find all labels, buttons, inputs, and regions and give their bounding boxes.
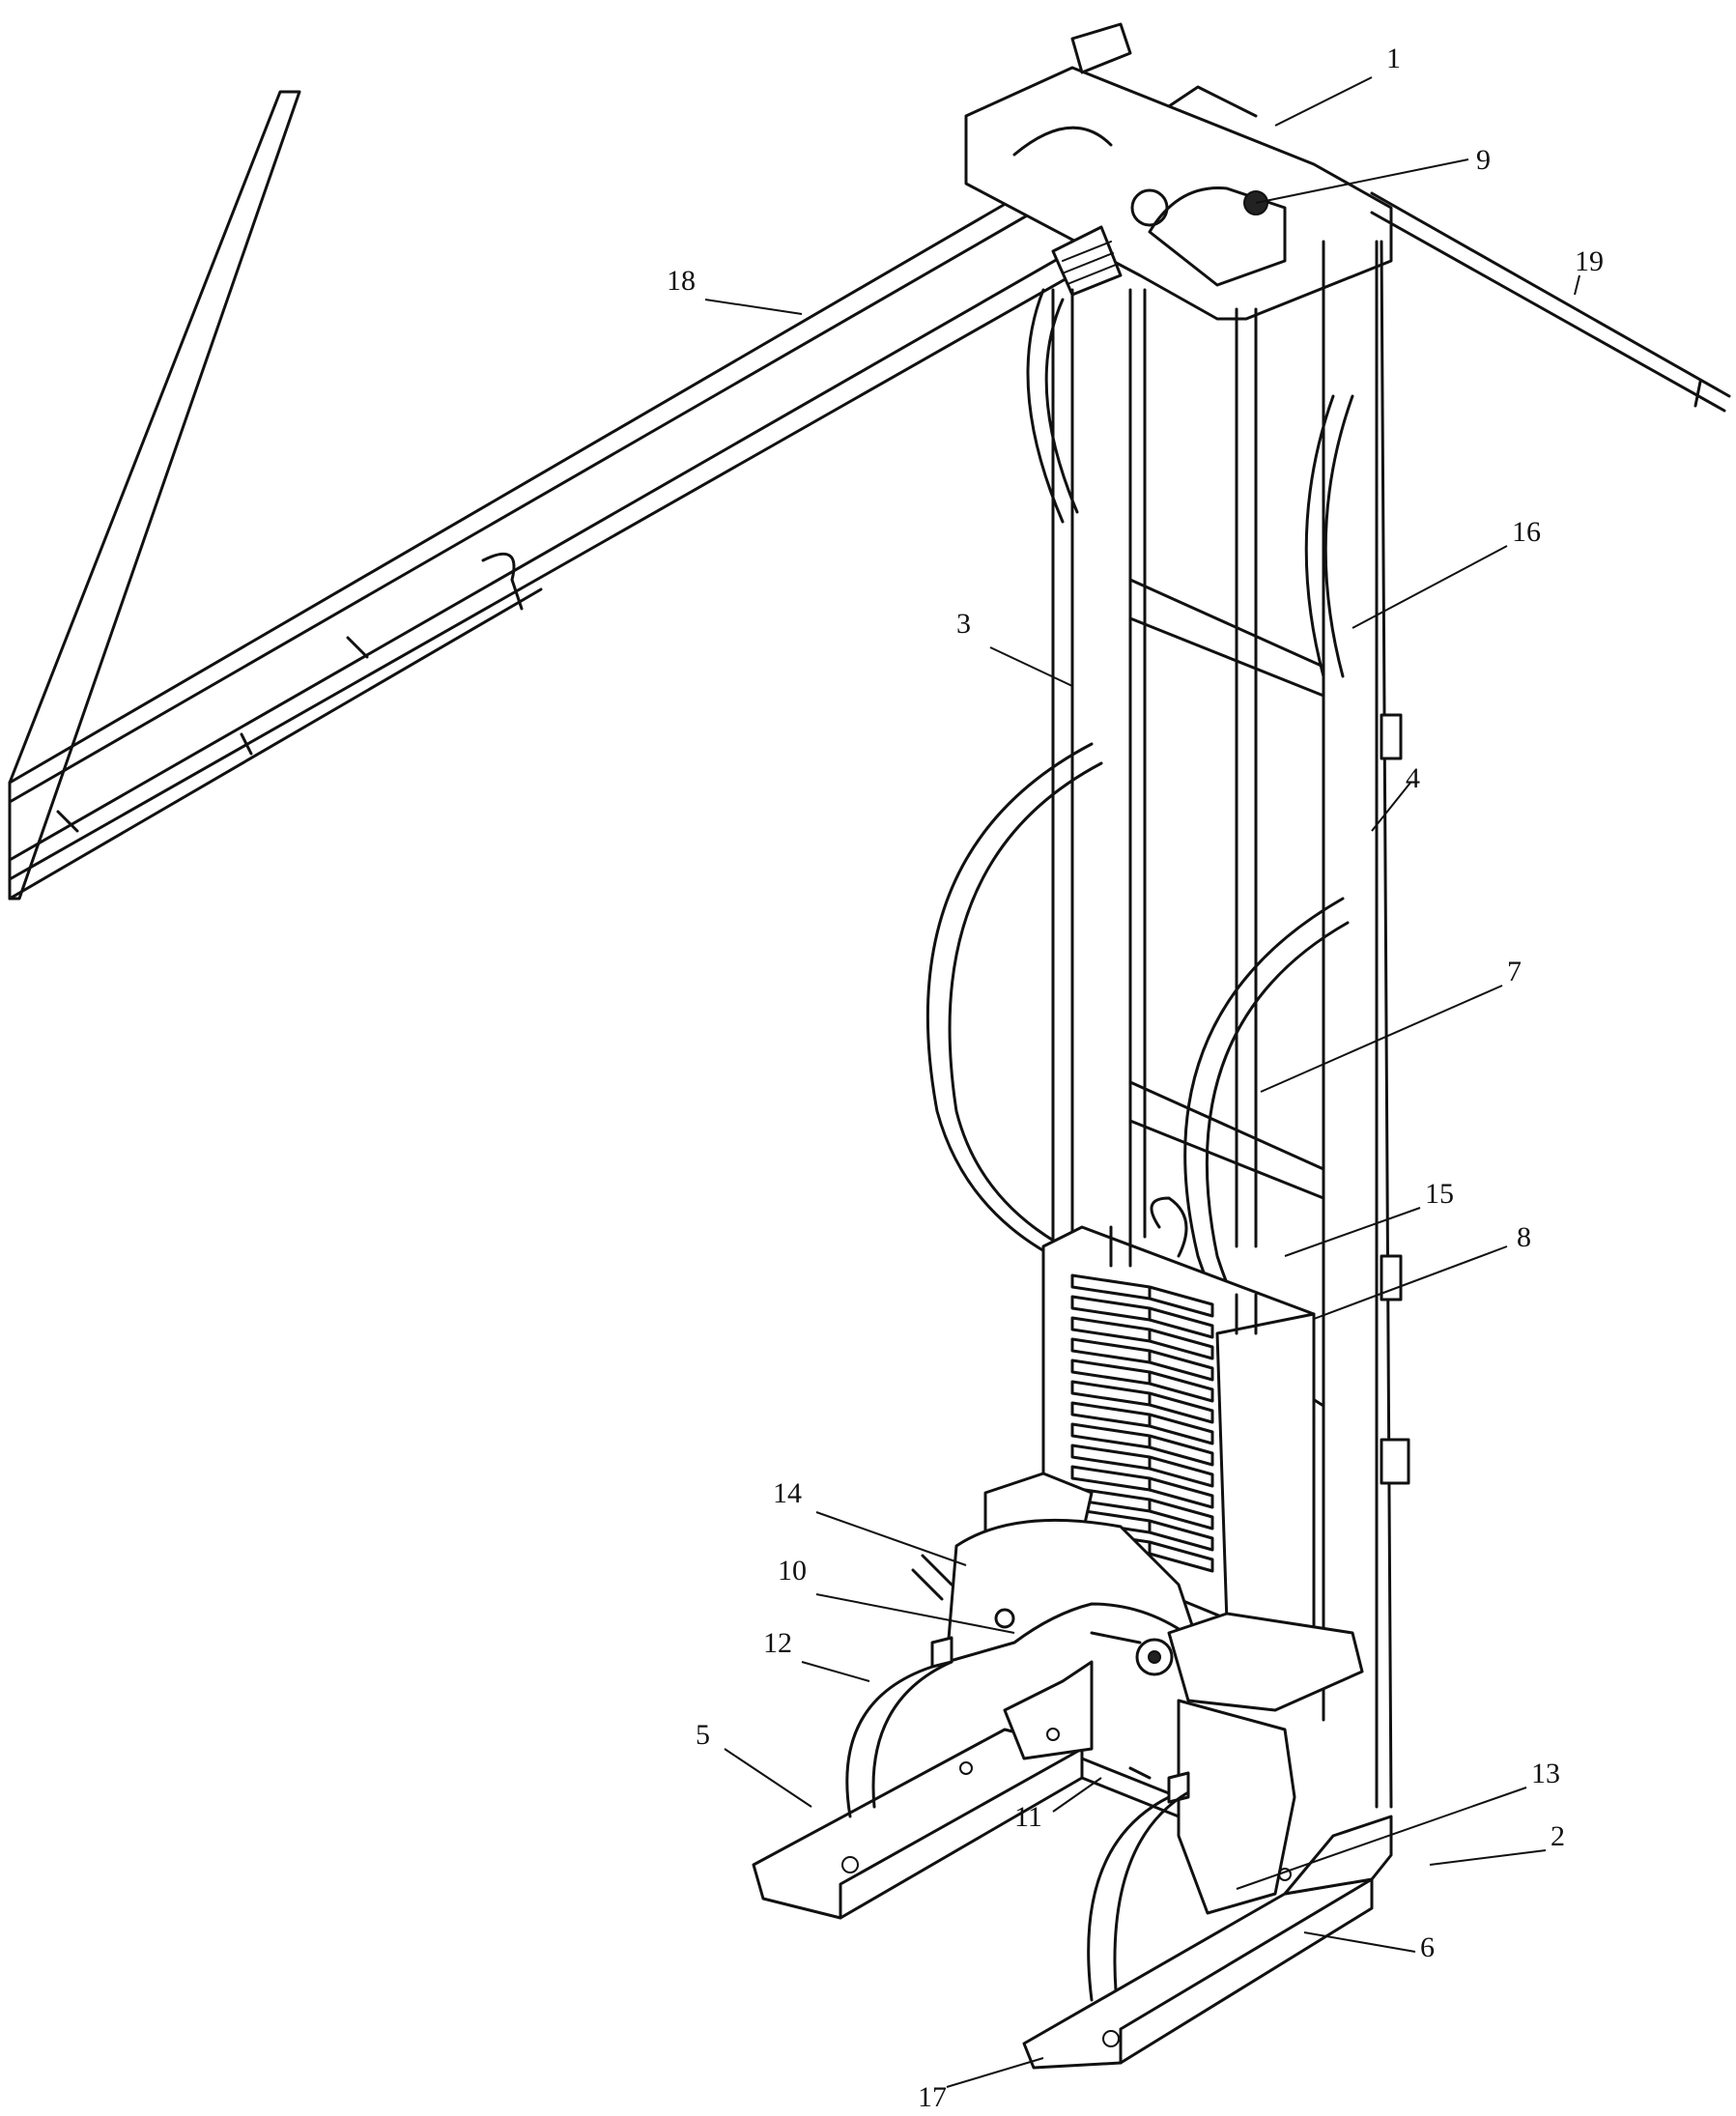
callout-label-4: 4 xyxy=(1406,762,1420,794)
leader-line-2 xyxy=(1429,1849,1547,1866)
leader-line-6 xyxy=(1303,1931,1416,1953)
callout-label-18: 18 xyxy=(667,265,696,297)
callout-label-10: 10 xyxy=(778,1555,807,1587)
upper-handles xyxy=(1026,288,1354,678)
boom-arm xyxy=(8,85,1258,901)
leader-line-3 xyxy=(989,646,1073,687)
callout-label-19: 19 xyxy=(1575,245,1604,277)
leader-line-11 xyxy=(1052,1777,1102,1813)
leader-line-8 xyxy=(1313,1245,1508,1320)
callout-label-15: 15 xyxy=(1425,1178,1454,1210)
weight-plate xyxy=(1148,1413,1214,1445)
callout-label-8: 8 xyxy=(1517,1221,1531,1253)
leader-line-9 xyxy=(1255,158,1469,204)
pulleys xyxy=(994,1608,1174,1676)
leader-line-18 xyxy=(704,299,803,315)
callout-label-1: 1 xyxy=(1386,43,1401,74)
leader-line-1 xyxy=(1274,76,1373,127)
weight-plate xyxy=(1148,1391,1214,1424)
callout-label-9: 9 xyxy=(1476,144,1491,176)
leader-line-12 xyxy=(801,1661,870,1682)
leader-line-14 xyxy=(815,1511,967,1566)
leader-line-15 xyxy=(1284,1207,1421,1257)
callout-label-12: 12 xyxy=(763,1627,792,1659)
weight-plate xyxy=(1148,1519,1214,1552)
callout-label-14: 14 xyxy=(773,1477,802,1509)
callout-label-5: 5 xyxy=(696,1719,710,1751)
leader-line-7 xyxy=(1260,985,1503,1093)
weight-plate xyxy=(1148,1476,1214,1509)
side-rod xyxy=(1370,191,1731,413)
lower-handles xyxy=(845,1636,1190,2002)
callout-label-6: 6 xyxy=(1420,1931,1435,1963)
weight-plate xyxy=(1148,1306,1214,1339)
leader-line-13 xyxy=(1236,1787,1527,1890)
weight-plate xyxy=(1148,1349,1214,1382)
leader-line-16 xyxy=(1352,545,1508,629)
main-column xyxy=(1322,240,1410,1809)
callout-label-3: 3 xyxy=(956,608,971,640)
callout-label-11: 11 xyxy=(1014,1801,1042,1833)
weight-plate xyxy=(1148,1370,1214,1403)
base-frame xyxy=(752,1472,1393,2070)
leader-line-19 xyxy=(1574,274,1580,296)
weight-plate xyxy=(1148,1498,1214,1530)
weight-plate xyxy=(1148,1540,1214,1573)
callout-label-13: 13 xyxy=(1531,1758,1560,1789)
weight-plate xyxy=(1148,1455,1214,1488)
leader-line-4 xyxy=(1371,782,1411,832)
callout-label-17: 17 xyxy=(918,2081,947,2113)
top-frame-head xyxy=(964,22,1393,321)
leader-line-5 xyxy=(724,1748,812,1808)
leader-line-10 xyxy=(815,1593,1015,1634)
leader-line-17 xyxy=(946,2057,1044,2088)
weight-plate xyxy=(1148,1285,1214,1318)
callout-label-16: 16 xyxy=(1512,516,1541,548)
callout-label-7: 7 xyxy=(1507,956,1522,987)
weight-plate xyxy=(1148,1328,1214,1360)
callout-label-2: 2 xyxy=(1551,1820,1565,1852)
weight-plate xyxy=(1148,1434,1214,1467)
